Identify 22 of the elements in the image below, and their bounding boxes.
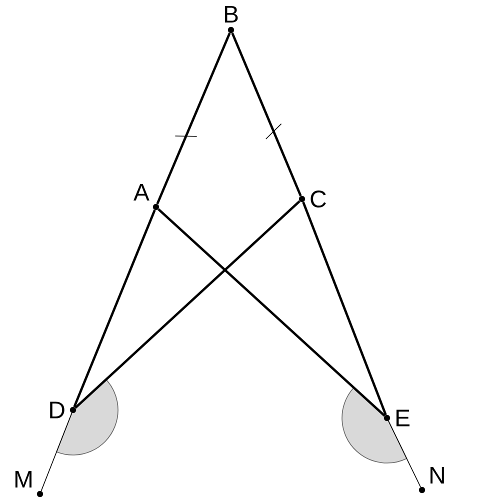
node-label: D [50,402,64,418]
node-label: A [134,184,150,200]
labeled-point: B [224,6,238,34]
labeled-point: A [134,184,160,210]
node-label: C [310,190,326,208]
labeled-point: C [298,190,326,208]
node-label: N [430,466,444,484]
line-segment [156,32,231,204]
line-segment [158,208,386,417]
node-label: M [15,470,32,488]
labeled-point: N [418,466,444,494]
line-segment [74,200,300,409]
labeled-point: M [15,470,44,498]
node-label: B [224,6,238,22]
line-segment [388,420,421,488]
line-segment [231,32,302,196]
line-segment [302,202,387,416]
node-label: E [396,410,410,426]
line-segment [40,412,72,492]
labeled-point: E [384,410,410,426]
labeled-point: D [50,402,76,418]
line-segment [73,210,156,408]
